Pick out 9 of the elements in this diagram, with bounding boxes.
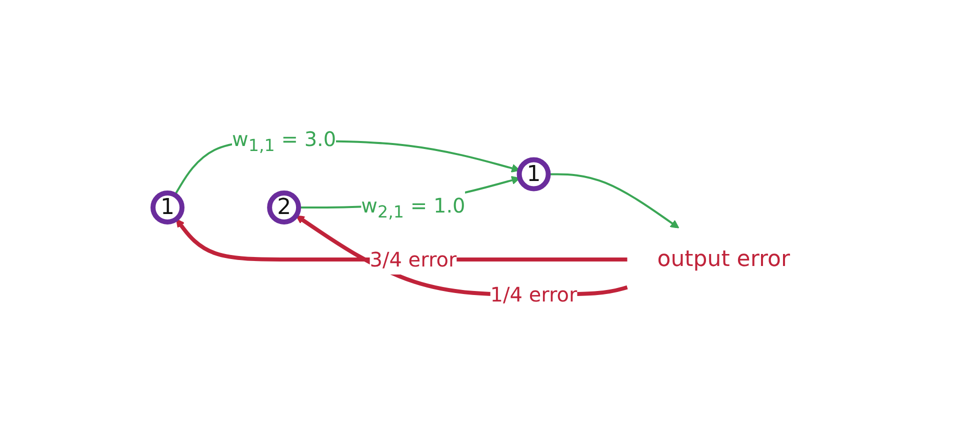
edge-label: 3/4 error [370, 247, 458, 272]
edge-label: w$_{2,1}$ = 1.0 [362, 193, 466, 222]
arrow [296, 214, 628, 296]
edge-label: w$_{1,1}$ = 3.0 [232, 126, 337, 155]
node-circle: 2 [268, 190, 302, 224]
node-circle: 1 [150, 190, 185, 224]
edge-label: 1/4 error [490, 282, 578, 306]
node-circle: 1 [517, 157, 552, 191]
node-text: output error [658, 246, 791, 272]
